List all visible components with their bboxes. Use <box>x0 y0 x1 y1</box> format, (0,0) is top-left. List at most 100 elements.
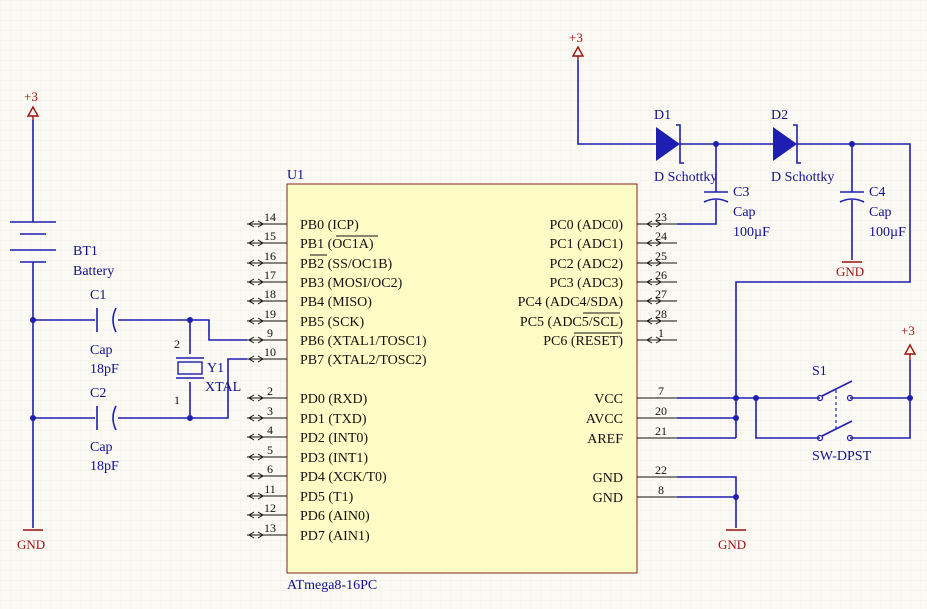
switch-contact <box>816 434 824 442</box>
c4-value: 100µF <box>869 225 906 240</box>
wire-c3-pc0 <box>677 200 717 225</box>
c2-value: 18pF <box>90 459 119 474</box>
s1-value: SW-DPST <box>812 449 872 464</box>
junction <box>849 141 855 147</box>
junction <box>30 317 36 323</box>
d2-value: D Schottky <box>771 170 834 185</box>
pin-number: 12 <box>264 501 276 515</box>
c3-designator: C3 <box>733 185 749 200</box>
pin-label: PB2 (SS/OC1B) <box>300 257 393 272</box>
pin-io-chevron-icon <box>248 317 264 325</box>
d2-designator: D2 <box>771 108 788 123</box>
pin-number: 17 <box>264 268 276 282</box>
pin-io-chevron-icon <box>646 259 662 267</box>
vcc-symbol-left: +3 <box>24 89 40 120</box>
schottky-bar <box>793 124 801 164</box>
d1-schottky-diode[interactable]: D1 D Schottky <box>654 108 717 185</box>
pin-io-chevron-icon <box>248 394 264 402</box>
pin-number: 24 <box>655 229 667 243</box>
pin-label: PD6 (AIN0) <box>300 509 370 524</box>
pin-io-chevron-icon <box>248 278 264 286</box>
wire-s1-out2 <box>850 360 911 439</box>
c4-capacitor[interactable]: C4 Cap 100µF <box>839 185 906 240</box>
pin-number: 1 <box>658 326 664 340</box>
pin-number: 20 <box>655 404 667 418</box>
c4-designator: C4 <box>869 185 885 200</box>
d2-schottky-diode[interactable]: D2 D Schottky <box>771 108 834 185</box>
c1-capacitor[interactable]: C1 Cap 18pF <box>90 288 119 377</box>
diode-triangle <box>656 127 680 161</box>
pin-io-chevron-icon <box>646 297 662 305</box>
c3-capacitor[interactable]: C3 Cap 100µF <box>703 185 770 240</box>
bt1-battery[interactable]: BT1 Battery <box>10 221 114 279</box>
d1-value: D Schottky <box>654 170 717 185</box>
s1-switch[interactable]: S1 SW-DPST <box>812 364 872 464</box>
pin-label: AVCC <box>586 412 623 427</box>
pin-io-chevron-icon <box>248 220 264 228</box>
pin-number: 5 <box>267 443 273 457</box>
c4-type: Cap <box>869 205 892 220</box>
c3-value: 100µF <box>733 225 770 240</box>
gnd-label: GND <box>17 537 45 552</box>
junction <box>733 494 739 500</box>
pin-number: 21 <box>655 424 667 438</box>
c2-designator: C2 <box>90 386 106 401</box>
switch-contact <box>816 394 824 402</box>
y1-crystal[interactable]: 2 1 Y1 XTAL <box>174 337 241 407</box>
junction <box>30 415 36 421</box>
bt1-designator: BT1 <box>73 244 98 259</box>
pin-io-chevron-icon <box>248 259 264 267</box>
u1-body <box>286 183 638 574</box>
y1-value: XTAL <box>205 380 241 395</box>
pin-label: PB3 (MOSI/OC2) <box>300 276 403 291</box>
s1-designator: S1 <box>812 364 827 379</box>
pin-label: PD7 (AIN1) <box>300 529 370 544</box>
pin-label: PC2 (ADC2) <box>549 257 623 272</box>
c2-capacitor[interactable]: C2 Cap 18pF <box>90 386 119 474</box>
pin-io-chevron-icon <box>248 472 264 480</box>
schottky-bar <box>676 124 684 164</box>
pin-label: PC0 (ADC0) <box>549 218 623 233</box>
pin-number: 13 <box>264 521 276 535</box>
pin-io-chevron-icon <box>248 297 264 305</box>
pin-number: 8 <box>658 483 664 497</box>
u1-part-label: ATmega8-16PC <box>287 578 377 593</box>
gnd-label: GND <box>836 264 864 279</box>
vcc-arrow-icon <box>571 45 585 57</box>
pin-label: PB4 (MISO) <box>300 295 372 310</box>
pin-io-chevron-icon <box>248 433 264 441</box>
vcc-arrow-icon <box>903 343 917 355</box>
